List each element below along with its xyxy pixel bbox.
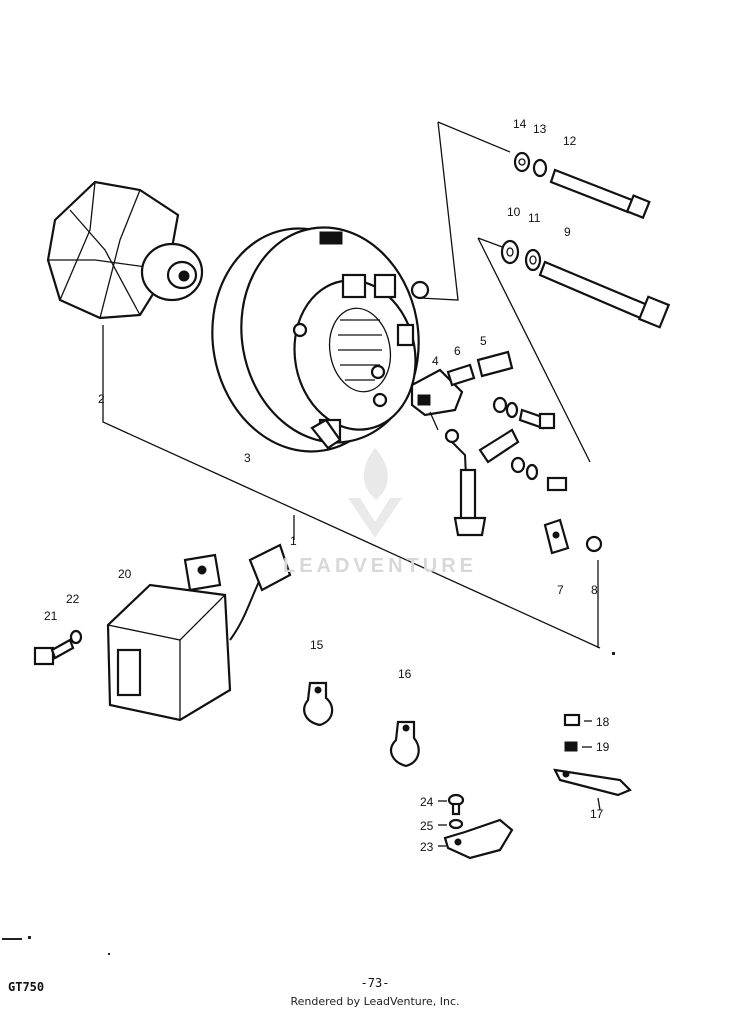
wire-lead — [444, 428, 520, 537]
bracket-7 — [543, 518, 570, 555]
plate-17 — [553, 768, 632, 797]
callout-17: 17 — [590, 807, 604, 821]
callout-14: 14 — [513, 117, 527, 131]
callout-15: 15 — [310, 638, 324, 652]
callout-22: 22 — [66, 592, 80, 606]
assembly-bracket-lines — [102, 121, 601, 649]
callout-16: 16 — [398, 667, 412, 681]
scan-specks — [2, 652, 615, 955]
regulator-part — [106, 543, 292, 722]
callout-25: 25 — [420, 819, 434, 833]
stator-housing-part — [211, 226, 430, 453]
callout-2: 2 — [98, 392, 105, 406]
callout-24: 24 — [420, 795, 434, 809]
page-number: -73- — [360, 976, 390, 990]
callout-1: 1 — [290, 534, 297, 548]
clamp-15 — [303, 681, 334, 727]
rotor-part — [46, 180, 204, 320]
callout-13: 13 — [533, 122, 547, 136]
bolt-9 — [538, 260, 671, 329]
washer-11 — [524, 248, 542, 272]
clamp-16 — [389, 720, 420, 768]
callout-11: 11 — [528, 211, 541, 225]
washer-25 — [448, 818, 464, 830]
callout-10: 10 — [507, 205, 521, 219]
callout-8: 8 — [591, 583, 598, 597]
watermark-text: LEADVENTURE — [282, 555, 477, 577]
callout-7: 7 — [557, 583, 564, 597]
clamp-23 — [443, 818, 514, 860]
washer-13 — [532, 158, 548, 178]
bolt-21 — [33, 638, 75, 666]
screw-18 — [563, 713, 581, 727]
washer-14 — [513, 151, 531, 173]
callout-labels: 1 2 3 4 5 6 7 8 9 10 11 12 13 14 15 16 1… — [44, 117, 610, 854]
callout-23: 23 — [420, 840, 434, 854]
nut-19 — [564, 741, 578, 752]
washer-10 — [500, 239, 520, 265]
watermark-logo — [348, 448, 402, 538]
washer-22 — [69, 629, 83, 645]
callout-21: 21 — [44, 609, 58, 623]
leader-lines — [438, 720, 601, 847]
callout-12: 12 — [563, 134, 577, 148]
bolt-12 — [549, 168, 651, 220]
callout-4: 4 — [432, 354, 439, 368]
screw-24 — [447, 793, 465, 816]
screw-hardware — [492, 396, 568, 492]
brush-holder-part — [410, 350, 514, 431]
washer-8 — [585, 535, 603, 553]
callout-19: 19 — [596, 740, 610, 754]
callout-18: 18 — [596, 715, 610, 729]
callout-5: 5 — [480, 334, 487, 348]
callout-3: 3 — [244, 451, 251, 465]
render-credit: Rendered by LeadVenture, Inc. — [290, 995, 460, 1008]
callout-20: 20 — [118, 567, 132, 581]
callout-6: 6 — [454, 344, 461, 358]
callout-9: 9 — [564, 225, 571, 239]
model-label: GT750 — [8, 980, 45, 994]
